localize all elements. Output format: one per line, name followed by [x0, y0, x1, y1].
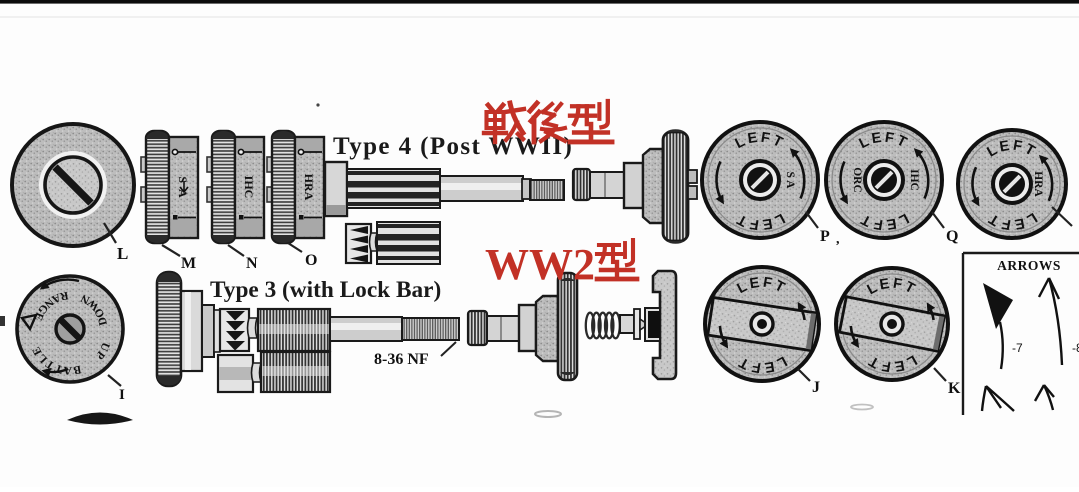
- svg-text:HRA: HRA: [1032, 171, 1044, 197]
- svg-text:IHC: IHC: [908, 169, 920, 191]
- svg-text:K: K: [948, 380, 961, 397]
- svg-text:S A: S A: [176, 176, 190, 198]
- svg-text:L: L: [117, 244, 128, 263]
- svg-text:HRA: HRA: [302, 174, 316, 201]
- svg-text:Q: Q: [946, 228, 958, 245]
- svg-text:8-36 NF: 8-36 NF: [374, 351, 429, 368]
- svg-text:J: J: [812, 379, 820, 396]
- svg-text:O: O: [305, 252, 317, 269]
- svg-text:Type 4 (Post WWII): Type 4 (Post WWII): [333, 133, 573, 160]
- svg-text:M: M: [181, 255, 196, 272]
- svg-text:,: ,: [836, 232, 840, 247]
- svg-text:N: N: [246, 255, 258, 272]
- svg-text:-8: -8: [1072, 341, 1079, 355]
- svg-text:S A: S A: [784, 172, 796, 190]
- svg-text:ORC: ORC: [851, 167, 863, 193]
- svg-text:Type 3 (with Lock Bar): Type 3 (with Lock Bar): [210, 277, 441, 303]
- svg-text:ARROWS: ARROWS: [997, 258, 1061, 273]
- svg-text:I: I: [119, 387, 125, 403]
- svg-text:IHC: IHC: [242, 176, 256, 199]
- svg-text:WW2: WW2: [485, 240, 595, 289]
- svg-text:P: P: [820, 228, 830, 245]
- svg-text:-7: -7: [1012, 341, 1023, 355]
